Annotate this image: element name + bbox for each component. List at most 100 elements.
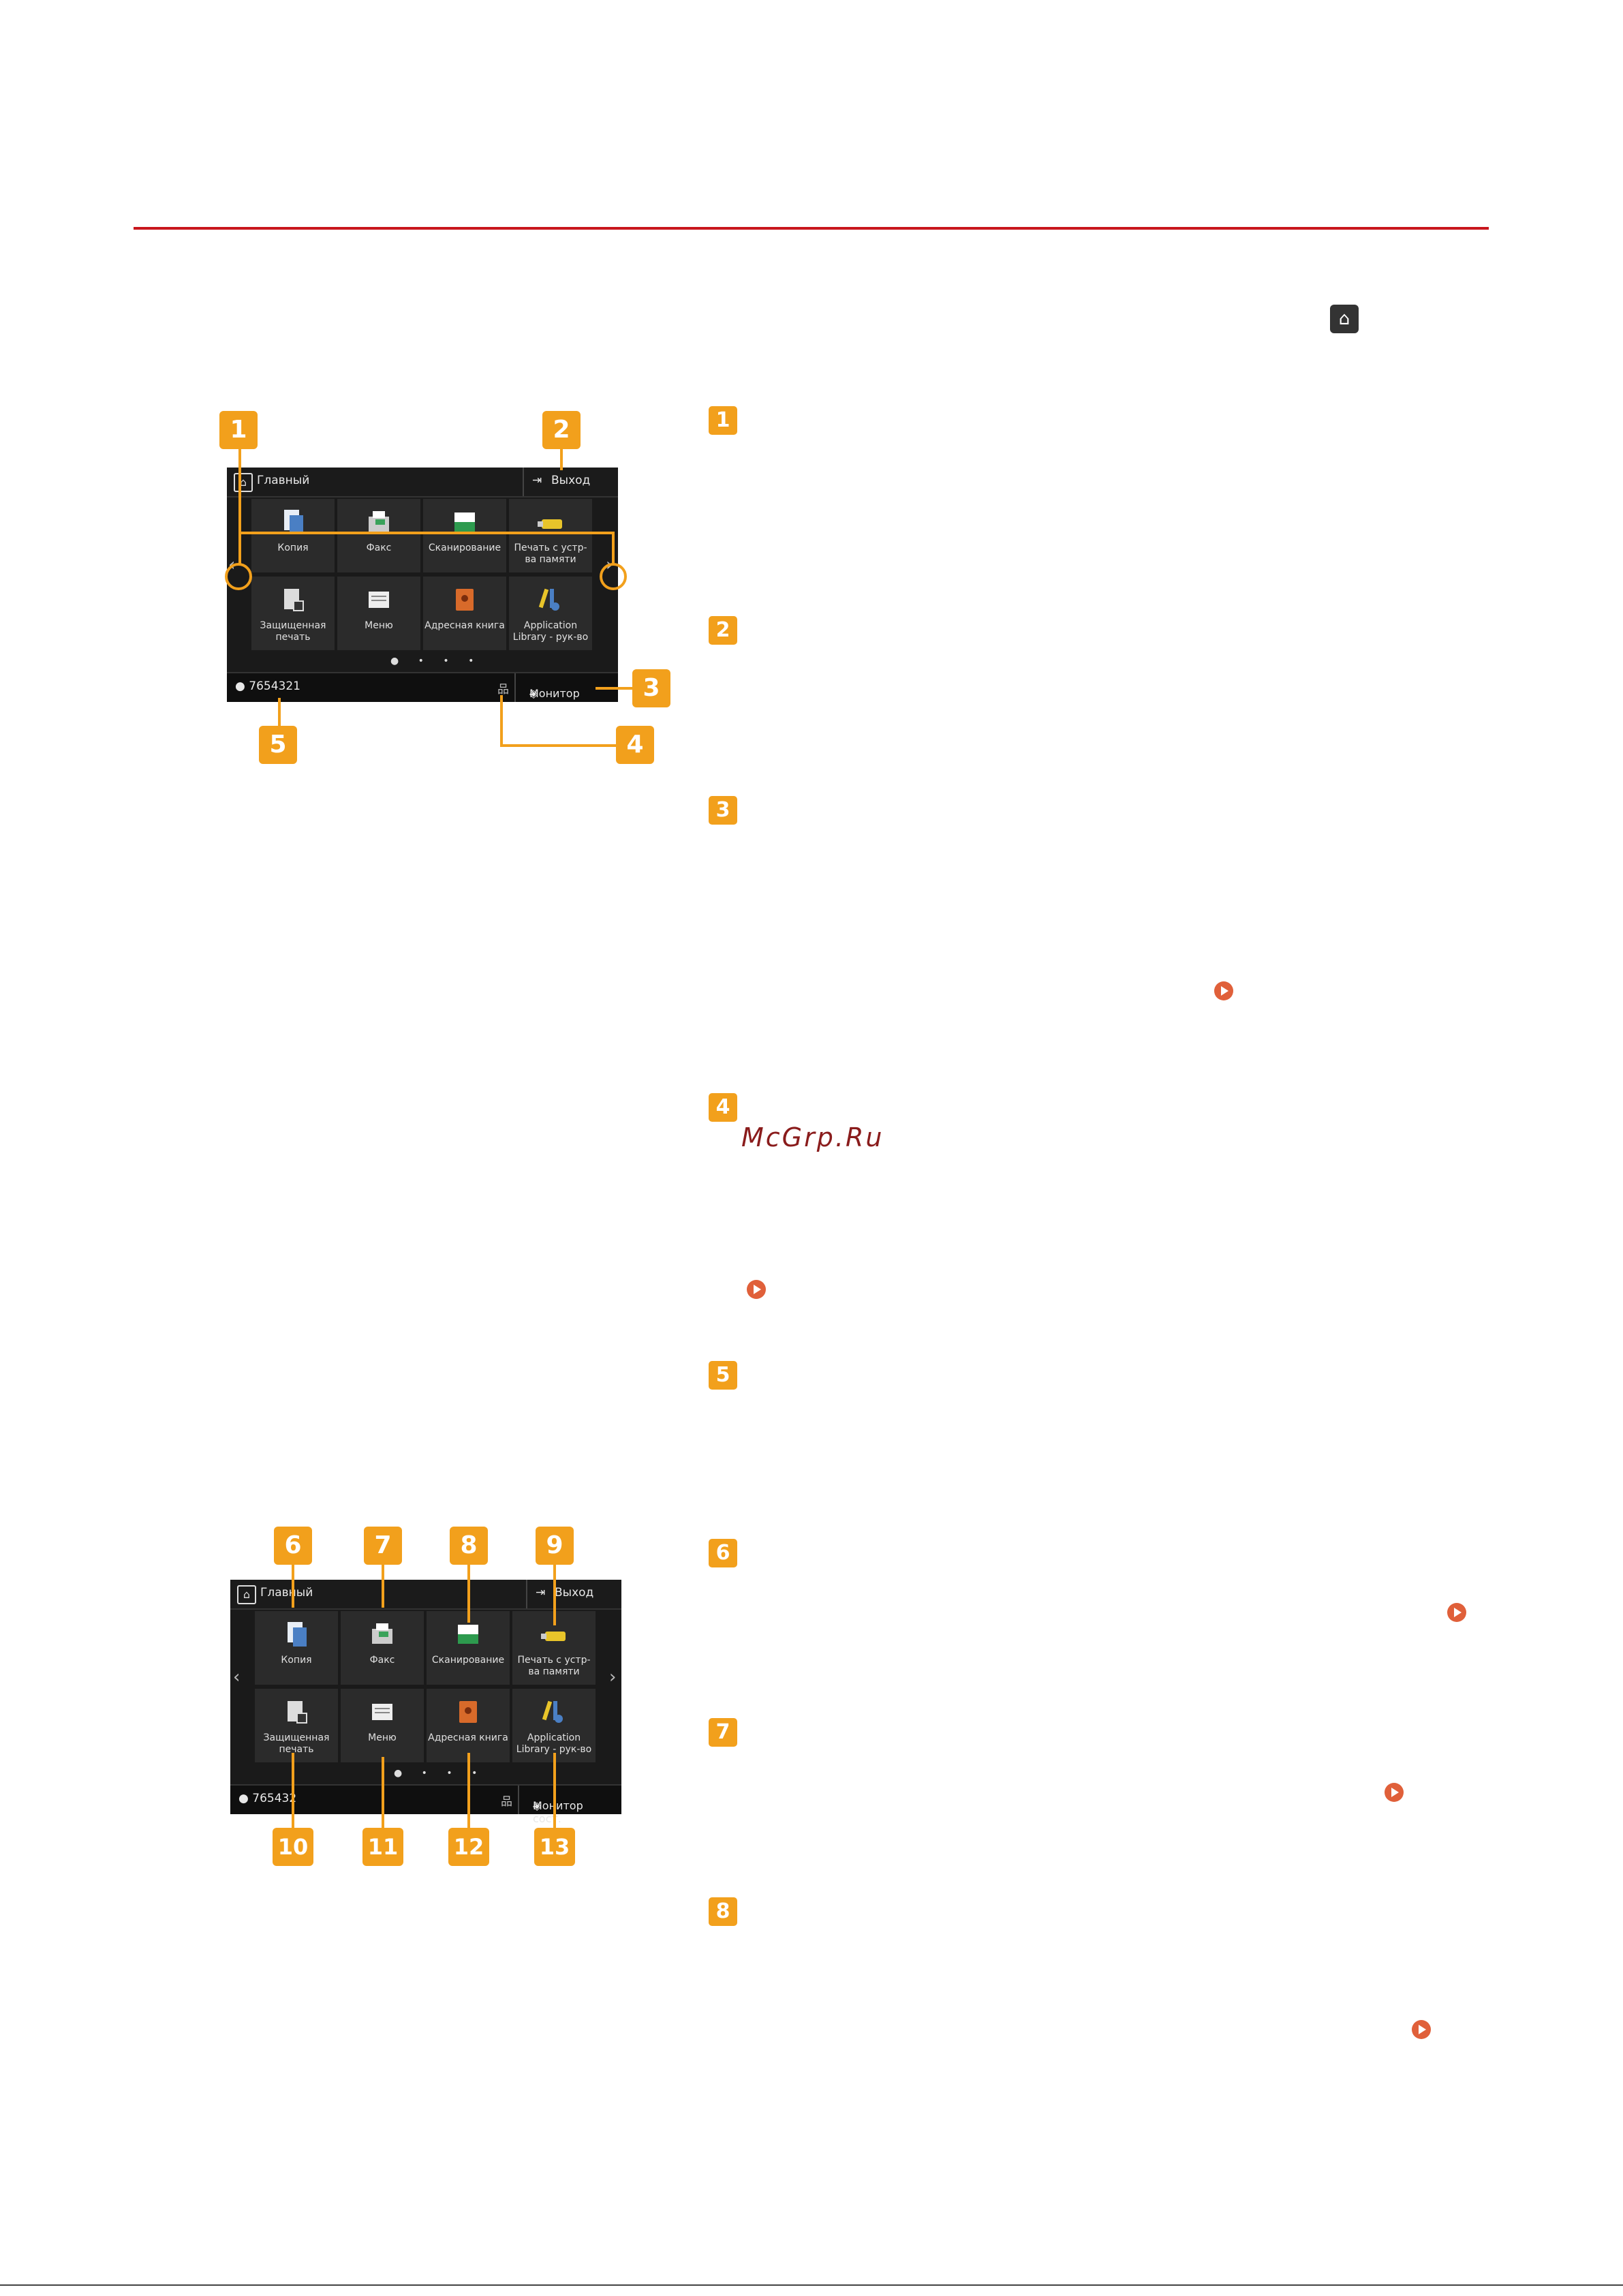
callout-line xyxy=(500,744,616,747)
callout-line xyxy=(467,1753,470,1828)
scroll-left-arrow[interactable]: ‹ xyxy=(233,1667,241,1687)
status-monitor-label: Монитор сост. xyxy=(533,1799,583,1825)
tile-label: Защищенная печать xyxy=(263,1732,330,1755)
tile-secure-print[interactable]: Защищенная печать xyxy=(251,577,335,650)
link-arrow-icon[interactable] xyxy=(1214,981,1233,1000)
tile-label: Копия xyxy=(281,1655,312,1666)
bottom-bar: ● 765432 品 ◈ Монитор сост. xyxy=(230,1784,621,1825)
top-bar: ⌂ Главный ⇥Выход xyxy=(227,468,618,498)
callout-badge-4: 4 xyxy=(616,726,654,764)
page-indicator: ● • • • xyxy=(394,1768,486,1779)
callout-badge-13: 13 xyxy=(534,1828,575,1866)
tile-application-library[interactable]: Application Library - рук-во xyxy=(509,577,592,650)
address-book-icon xyxy=(456,589,474,611)
callout-line xyxy=(292,1564,294,1608)
callout-badge-8: 8 xyxy=(450,1527,488,1565)
network-icon: 品 xyxy=(501,1795,512,1809)
user-id-display: ● 7654321 xyxy=(235,679,300,693)
callout-badge-9: 9 xyxy=(536,1527,574,1565)
section-marker-2: 2 xyxy=(709,616,737,645)
link-arrow-icon[interactable] xyxy=(1385,1783,1404,1802)
section-marker-8: 8 xyxy=(709,1897,737,1926)
user-id-display: ● 765432 xyxy=(238,1792,296,1805)
callout-ring-right xyxy=(600,563,627,590)
footer-rule xyxy=(0,2284,1623,2286)
tile-label: Факс xyxy=(366,542,392,553)
logout-icon: ⇥ xyxy=(536,1586,546,1599)
tile-label: Печать с устр-ва памяти xyxy=(517,1655,591,1677)
callout-badge-2: 2 xyxy=(542,411,581,449)
callout-ring-left xyxy=(225,563,252,590)
tile-label: Печать с устр-ва памяти xyxy=(514,542,587,565)
tile-scan[interactable]: Сканирование xyxy=(423,499,506,572)
status-monitor-button[interactable]: ◈ Монитор xyxy=(514,673,618,702)
home-icon[interactable]: ⌂ xyxy=(234,473,253,492)
tile-label: Сканирование xyxy=(431,1655,505,1666)
tile-label: Факс xyxy=(369,1655,395,1666)
callout-line xyxy=(500,695,503,747)
status-monitor-button[interactable]: ◈ Монитор сост. xyxy=(518,1786,621,1825)
user-icon: ● xyxy=(238,1792,253,1805)
home-icon: ⌂ xyxy=(1330,305,1359,333)
callout-badge-1: 1 xyxy=(219,411,258,449)
menu-icon xyxy=(369,592,389,608)
usb-memory-icon xyxy=(541,1632,566,1641)
tile-copy[interactable]: Копия xyxy=(251,499,335,572)
link-arrow-icon[interactable] xyxy=(747,1280,766,1299)
callout-badge-10: 10 xyxy=(273,1828,313,1866)
page-indicator: ● • • • xyxy=(390,656,482,667)
bottom-bar: ● 7654321 品 ◈ Монитор xyxy=(227,672,618,702)
header-rule xyxy=(134,227,1489,230)
logout-icon: ⇥ xyxy=(532,474,542,487)
tile-memory-print[interactable]: Печать с устр-ва памяти xyxy=(509,499,592,572)
menu-icon xyxy=(372,1704,392,1720)
tile-secure-print[interactable]: Защищенная печать xyxy=(255,1689,338,1762)
callout-badge-5: 5 xyxy=(259,726,297,764)
network-icon: 品 xyxy=(497,683,509,697)
link-arrow-icon[interactable] xyxy=(1412,2020,1431,2039)
tile-application-library[interactable]: Application Library - рук-во xyxy=(512,1689,596,1762)
callout-badge-12: 12 xyxy=(448,1828,489,1866)
secure-print-icon xyxy=(284,589,304,611)
status-monitor-icon: ◈ xyxy=(533,1799,542,1812)
tile-scan[interactable]: Сканирование xyxy=(427,1611,510,1685)
tile-fax[interactable]: Факс xyxy=(341,1611,424,1685)
callout-line xyxy=(560,447,563,470)
home-screen-panel-1: ⌂ Главный ⇥Выход Копия Факс Сканирование… xyxy=(227,468,618,702)
tile-label: Меню xyxy=(365,620,393,631)
section-marker-5: 5 xyxy=(709,1361,737,1390)
fax-icon xyxy=(372,1623,392,1644)
user-id-text: 765432 xyxy=(252,1792,297,1805)
tile-fax[interactable]: Факс xyxy=(337,499,420,572)
section-marker-1: 1 xyxy=(709,406,737,435)
callout-line xyxy=(238,447,241,564)
scroll-right-arrow[interactable]: › xyxy=(609,1667,617,1687)
home-icon[interactable]: ⌂ xyxy=(237,1585,256,1604)
logout-button[interactable]: ⇥Выход xyxy=(526,1580,621,1608)
tile-menu[interactable]: Меню xyxy=(341,1689,424,1762)
usb-memory-icon xyxy=(538,519,562,529)
logout-button[interactable]: ⇥Выход xyxy=(523,468,618,496)
secure-print-icon xyxy=(288,1701,307,1724)
tile-label: Application Library - рук-во xyxy=(512,620,589,643)
screen-title: Главный xyxy=(257,474,310,487)
tile-address-book[interactable]: Адресная книга xyxy=(423,577,506,650)
status-monitor-icon: ◈ xyxy=(529,687,538,700)
callout-line xyxy=(596,687,636,690)
scan-icon xyxy=(454,512,475,532)
tile-menu[interactable]: Меню xyxy=(337,577,420,650)
tile-label: Сканирование xyxy=(428,542,501,553)
tile-copy[interactable]: Копия xyxy=(255,1611,338,1685)
scan-icon xyxy=(458,1625,478,1644)
tile-address-book[interactable]: Адресная книга xyxy=(427,1689,510,1762)
user-icon: ● xyxy=(235,679,249,693)
callout-line xyxy=(553,1753,556,1828)
watermark: McGrp.Ru xyxy=(741,1122,884,1152)
callout-badge-7: 7 xyxy=(364,1527,402,1565)
tile-label: Application Library - рук-во xyxy=(516,1732,592,1755)
section-marker-3: 3 xyxy=(709,796,737,825)
status-monitor-label: Монитор xyxy=(529,687,580,700)
link-arrow-icon[interactable] xyxy=(1447,1603,1466,1622)
application-library-icon xyxy=(542,1700,563,1723)
callout-line xyxy=(382,1757,384,1828)
